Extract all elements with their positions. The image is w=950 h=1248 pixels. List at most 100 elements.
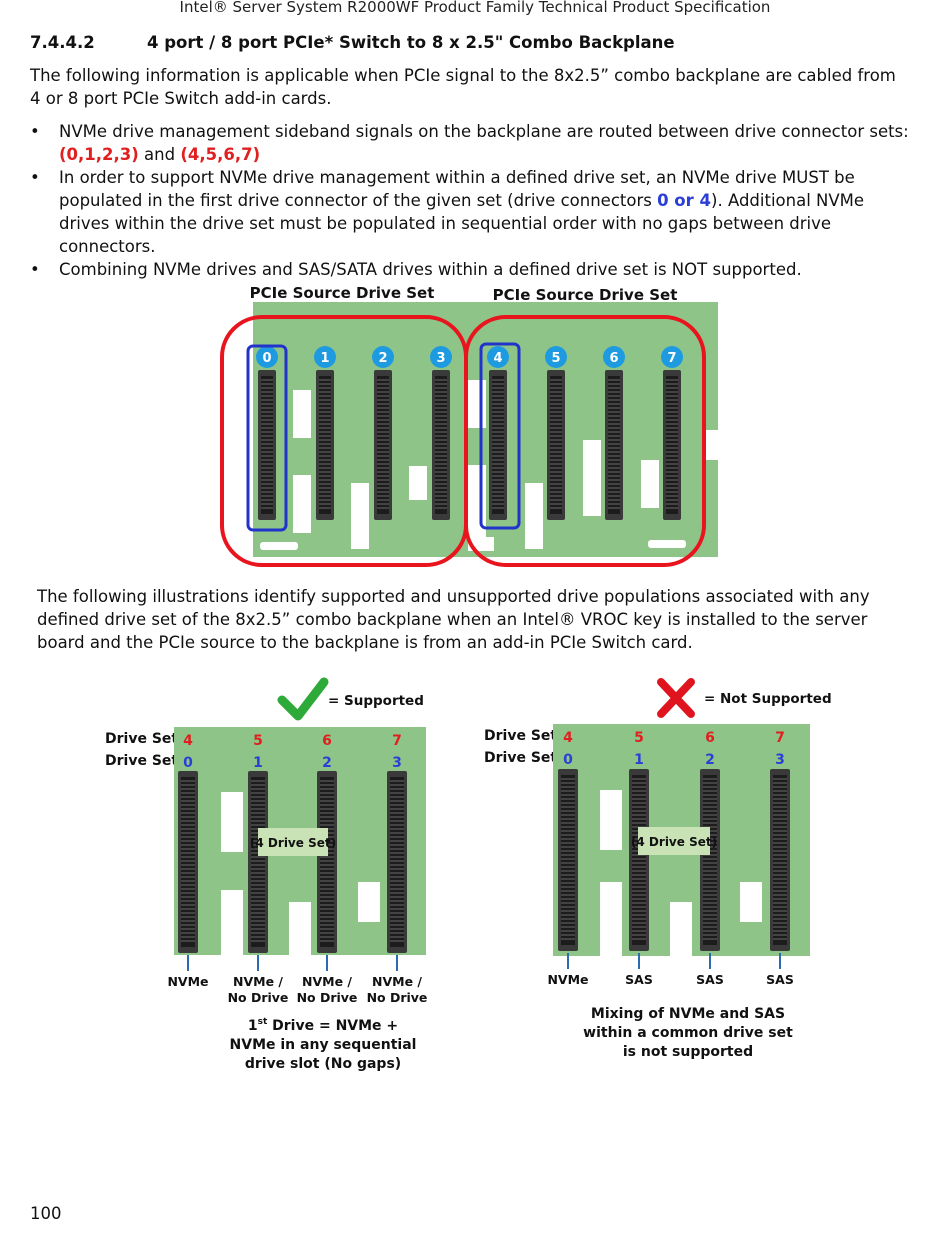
drive-set-number-bottom: 0 <box>563 752 573 768</box>
figure-label-right: PCIe Source Drive Set <box>493 286 678 304</box>
drive-set-label: Drive Set <box>484 728 557 744</box>
bullet-item: • In order to support NVMe drive managem… <box>30 166 910 258</box>
connector-number-badge <box>661 346 683 368</box>
drive-set-b: (4,5,6,7) <box>180 145 261 164</box>
board-cutout <box>468 465 486 545</box>
drive-set-number-top: 5 <box>253 733 263 749</box>
not-supported-caption-line2: within a common drive set <box>583 1025 793 1041</box>
board-cutout <box>641 460 659 508</box>
bullet-text: NVMe drive management sideband signals o… <box>59 122 909 141</box>
section-number: 7.4.4.2 <box>30 33 95 52</box>
supported-legend: = Supported <box>328 693 424 709</box>
page-number: 100 <box>30 1204 62 1223</box>
board-cutout <box>289 902 311 955</box>
running-header: Intel® Server System R2000WF Product Fam… <box>179 0 771 16</box>
connector-group: 0 1 2 3 4 5 6 7 <box>256 346 683 520</box>
slot-label-line2: No Drive <box>297 990 358 1005</box>
drive-set-number-bottom: 3 <box>392 755 402 771</box>
board-cutout <box>670 902 692 956</box>
slot-label: NVMe <box>547 972 588 987</box>
population-figure: = Supported = Not Supported Drive Set Dr… <box>105 677 832 1072</box>
bullet-icon: • <box>30 168 40 187</box>
connector-number: 2 <box>378 351 387 366</box>
slot-label: SAS <box>625 972 653 987</box>
bullet-text: Combining NVMe drives and SAS/SATA drive… <box>59 260 802 279</box>
connector-number: 1 <box>320 351 329 366</box>
connector-number: 6 <box>609 351 618 366</box>
bullet-text: and <box>138 145 181 164</box>
group-label-bg <box>258 828 328 856</box>
connector-slot <box>550 376 562 514</box>
not-supported-legend: = Not Supported <box>704 691 832 707</box>
board-cutout <box>409 466 427 500</box>
drive-set-number-top: 6 <box>322 733 332 749</box>
slot-label-line2: No Drive <box>367 990 428 1005</box>
board-cutout <box>740 882 762 922</box>
board-cutout <box>293 390 311 438</box>
drive-set-label: Drive Set <box>484 750 557 766</box>
bullet-icon: • <box>30 122 40 141</box>
bullet-list: • NVMe drive management sideband signals… <box>30 120 910 281</box>
group-label: (4 Drive Set) <box>250 836 336 850</box>
board-cutout <box>600 790 622 850</box>
supported-caption-line1: 1st Drive = NVMe + <box>248 1017 398 1034</box>
not-supported-caption-line3: is not supported <box>623 1044 753 1060</box>
drive-set-number-top: 7 <box>392 733 402 749</box>
not-supported-caption-line1: Mixing of NVMe and SAS <box>591 1006 785 1022</box>
drive-set-number-top: 7 <box>775 730 785 746</box>
bullet-icon: • <box>30 260 40 279</box>
drive-set-number-bottom: 1 <box>253 755 263 771</box>
connector-number: 7 <box>667 351 676 366</box>
drive-set-number-bottom: 2 <box>322 755 332 771</box>
drive-set-label: Drive Set <box>105 731 178 747</box>
board-notch <box>705 430 720 460</box>
intro-paragraph: The following information is applicable … <box>30 66 896 108</box>
drive-set-number-top: 5 <box>634 730 644 746</box>
slot-label: NVMe / <box>302 974 352 989</box>
board-cutout <box>358 882 380 922</box>
connector-number: 0 <box>262 351 271 366</box>
board-cutout <box>583 440 601 516</box>
connector-slot <box>377 376 389 514</box>
board-cutout <box>525 483 543 549</box>
backplane-figure: PCIe Source Drive Set PCIe Source Drive … <box>220 284 720 567</box>
board-cutout <box>221 890 243 955</box>
drive-set-number-bottom: 3 <box>775 752 785 768</box>
slot-label: NVMe / <box>233 974 283 989</box>
first-connector-highlight-right <box>479 342 521 530</box>
slot-label-line2: No Drive <box>228 990 289 1005</box>
connector-number-badge <box>314 346 336 368</box>
board-cutout <box>293 475 311 533</box>
connector-slot <box>492 376 504 514</box>
bullet-item: • NVMe drive management sideband signals… <box>30 120 910 166</box>
bullet-item: • Combining NVMe drives and SAS/SATA dri… <box>30 258 910 281</box>
checkmark-icon <box>277 677 329 721</box>
drive-set-number-bottom: 1 <box>634 752 644 768</box>
drive-set-outline-right <box>464 315 706 567</box>
drive-set-number-bottom: 0 <box>183 755 193 771</box>
first-connector-highlight-left <box>246 344 288 532</box>
drive-set-number-top: 4 <box>563 730 573 746</box>
board-cutout <box>221 792 243 852</box>
slot-label: SAS <box>766 972 794 987</box>
board-cutout <box>468 380 486 428</box>
connector-slot <box>435 376 447 514</box>
connector-number-badge <box>430 346 452 368</box>
drive-set-a: (0,1,2,3) <box>59 145 139 164</box>
board-tab <box>648 540 686 548</box>
connector-number-badge <box>487 346 509 368</box>
connector-slot <box>666 376 678 514</box>
connector-number-badge <box>603 346 625 368</box>
connector-number-badge <box>545 346 567 368</box>
figure-label-left: PCIe Source Drive Set <box>250 284 435 302</box>
connector-number: 5 <box>551 351 560 366</box>
bullet-text: ). Additional NVMe drives within the dri… <box>59 191 865 256</box>
board-cutout <box>351 483 369 549</box>
illustration-paragraph: The following illustrations identify sup… <box>37 587 870 652</box>
connector-number: 4 <box>493 351 502 366</box>
connector-slot <box>608 376 620 514</box>
group-label-bg <box>638 827 710 855</box>
connector-number: 3 <box>436 351 445 366</box>
